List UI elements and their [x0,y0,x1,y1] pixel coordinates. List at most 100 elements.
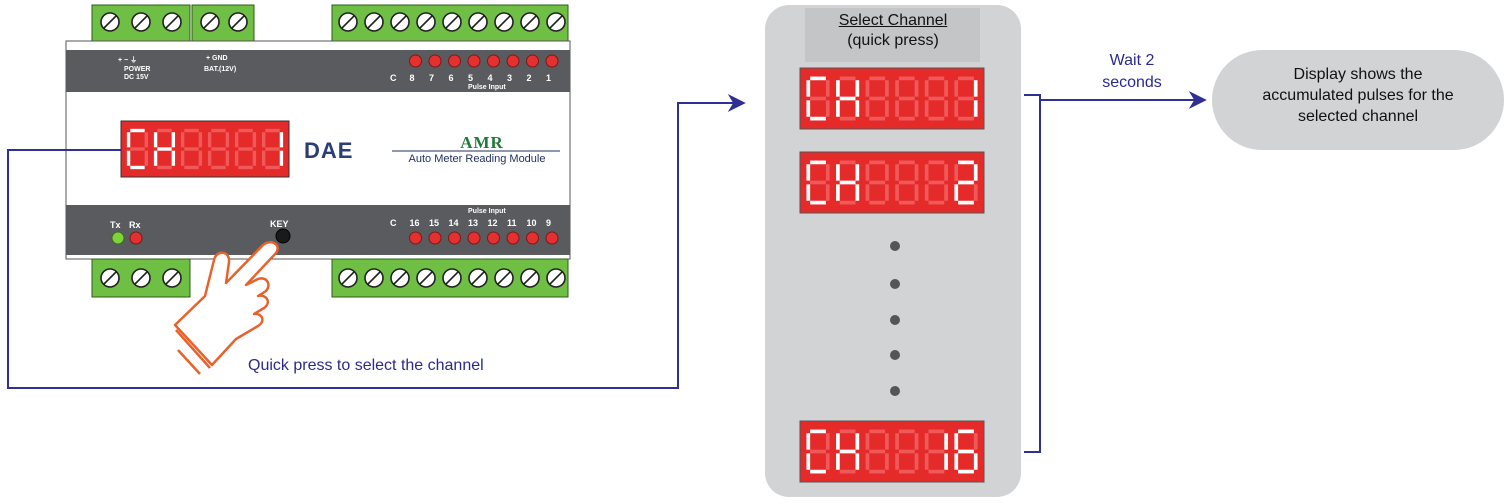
channel-display-digits [806,160,978,205]
result-text: Display shows the accumulated pulses for… [1212,64,1504,127]
pulse-led [467,54,481,68]
terminal-screw [494,12,514,32]
product-subtitle: Auto Meter Reading Module [408,153,546,165]
pulse-led [545,231,559,245]
terminal-screw [416,268,436,288]
terminal-screw [390,268,410,288]
terminal-screw [442,12,462,32]
wait-label: Wait 2 seconds [1082,50,1182,94]
pulse-led [409,54,422,68]
channel-label: C [390,73,397,83]
terminal-screw [494,268,514,288]
channel-display-digits [806,76,978,121]
pulse-led [506,231,520,245]
channel-label: 6 [448,73,454,83]
channel-label: 15 [429,218,440,228]
channel-label: 8 [409,73,415,83]
pulse-led [428,54,442,68]
pulse-input-label-top: Pulse Input [468,84,506,91]
bottom-label-bar [66,205,570,255]
pulse-led [448,54,461,68]
rx-label: Rx [129,220,141,230]
terminal-screw [162,268,182,288]
channel-label: 14 [448,218,459,228]
panel-title: Select Channel (quick press) [765,11,1021,51]
terminal-screw [390,12,410,32]
terminal-screw [228,12,248,32]
terminal-screw [442,268,462,288]
terminal-screw [520,268,540,288]
amr-device [65,4,571,375]
top-label-bar [66,50,570,92]
channel-display-digits [806,429,978,474]
terminal-screw [416,12,436,32]
terminal-screw [520,12,540,32]
device-display-digits [126,128,284,170]
pulse-led [526,231,539,245]
terminal-screw [338,268,358,288]
flow-connector-to-panel [7,94,746,389]
wait-line-2: seconds [1102,74,1162,91]
result-bubble [1212,50,1504,150]
power-symbols: + − ⏚ [118,57,138,64]
terminal-screw [162,12,182,32]
channel-label: 3 [507,73,513,83]
pulse-led [487,231,500,245]
tx-led [111,231,125,245]
flow-connector-to-result [1024,91,1207,453]
channel-display-16 [799,420,985,483]
result-line-2: accumulated pulses for the [1262,87,1454,104]
channel-label: 12 [487,218,498,228]
rx-led [129,231,143,245]
device-display [120,120,290,178]
panel-title-box [805,8,980,62]
pulse-led [487,54,500,68]
terminal-screw [468,268,488,288]
channel-label: 4 [487,73,493,83]
top-terminal-blocks [91,4,569,42]
product-title: AMR [460,133,504,152]
pulse-led [467,231,481,245]
channel-label: 1 [546,73,552,83]
channel-label: 9 [546,218,552,228]
terminal-screw [131,268,151,288]
key-button[interactable] [275,228,291,244]
panel-title-sub: (quick press) [847,32,939,49]
bottom-pulse-leds [409,231,559,245]
terminal-screw [546,12,566,32]
channel-label: 10 [526,218,537,228]
terminal-screw [468,12,488,32]
channel-display-1 [799,67,985,130]
terminal-screw [200,12,220,32]
wait-line-1: Wait 2 [1109,52,1155,69]
power-sub: DC 15V [124,74,149,81]
terminal-screw [364,12,384,32]
channel-label: 2 [526,73,532,83]
ellipsis-dots [890,241,900,396]
pulse-led [506,54,520,68]
top-pulse-leds [409,54,559,68]
pulse-led [428,231,442,245]
channel-label: 5 [468,73,474,83]
pulse-led [448,231,461,245]
key-label: KEY [270,219,289,229]
tx-label: Tx [110,220,121,230]
channel-label: 11 [507,218,517,228]
result-line-3: selected channel [1297,108,1419,125]
pulse-led [526,54,539,68]
dae-logo: DAE [304,138,354,163]
power-label: POWER [124,66,151,73]
bat-label: BAT.(12V) [204,66,237,73]
channel-label: 13 [468,218,479,228]
terminal-screw [100,268,120,288]
pulse-input-label-bottom: Pulse Input [468,208,506,215]
bat-symbols: + GND [206,55,228,62]
channel-display-2 [799,151,985,214]
result-line-1: Display shows the [1293,66,1423,83]
terminal-screw [338,12,358,32]
hand-icon [173,241,279,375]
terminal-screw [546,268,566,288]
terminal-screw [131,12,151,32]
channel-label: 16 [409,218,420,228]
panel-title-main: Select Channel [838,12,948,29]
